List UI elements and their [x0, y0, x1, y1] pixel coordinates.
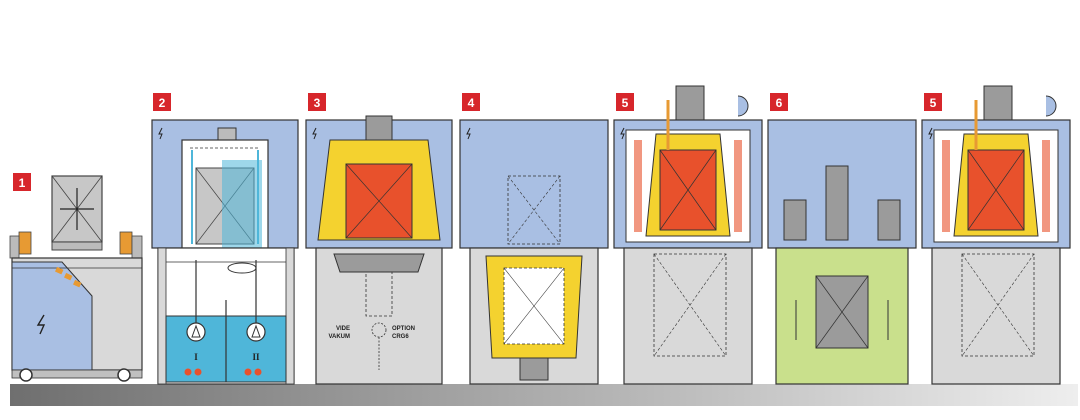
station-badge [153, 93, 171, 111]
power-icon [312, 127, 317, 140]
option-label: OPTION [392, 326, 415, 332]
station-6: 6 [767, 93, 917, 385]
vacuum-label: VIDE [336, 326, 350, 332]
power-icon [928, 127, 933, 140]
tank-label: I [194, 352, 198, 362]
station-2: 2 I II [151, 93, 299, 385]
station-4: 4 [459, 93, 609, 385]
station-number: 5 [930, 96, 937, 110]
wheel [19, 368, 33, 382]
power-icon [158, 127, 163, 140]
station-1: 1 [9, 173, 143, 382]
charge-basket [51, 175, 103, 251]
station-badge [308, 93, 326, 111]
station-badge [462, 93, 480, 111]
station-5: 5 [613, 85, 763, 385]
power-icon [466, 127, 471, 140]
station-5-repeat: 5 [921, 85, 1071, 385]
station-number: 4 [468, 96, 475, 110]
station-number: 3 [314, 96, 321, 110]
station-badge [13, 173, 31, 191]
station-number: 6 [776, 96, 783, 110]
option-label: CRG6 [392, 334, 409, 340]
station-badge [770, 93, 788, 111]
station-number: 5 [622, 96, 629, 110]
hood [459, 119, 609, 249]
floor [10, 384, 1078, 406]
wheel [117, 368, 131, 382]
vacuum-label: VAKUM [328, 334, 350, 340]
station-number: 2 [159, 96, 166, 110]
pump-icon [246, 322, 266, 342]
station-number: 1 [19, 176, 26, 190]
station-badge [616, 93, 634, 111]
pump-icon [186, 322, 206, 342]
tank-label: II [252, 352, 260, 362]
station-badge [924, 93, 942, 111]
power-icon [620, 127, 625, 140]
power-icon [36, 314, 46, 335]
station-3: 3 VIDE VAKUM OPTION CRG6 [305, 93, 453, 385]
